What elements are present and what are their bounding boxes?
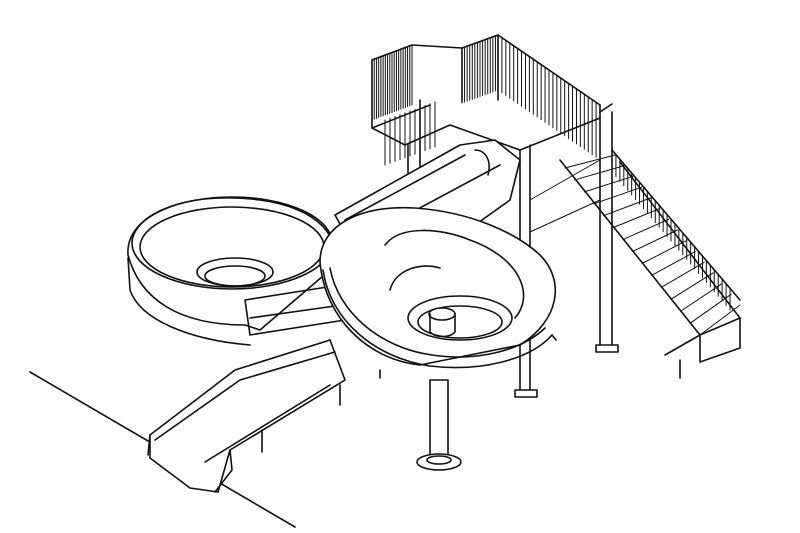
tower-platform (371, 34, 619, 398)
support-column (416, 379, 462, 471)
baluster (680, 283, 723, 312)
baluster (622, 218, 670, 241)
railing-balusters (371, 34, 601, 166)
baluster (603, 197, 652, 217)
lower-spiral (127, 196, 346, 346)
baluster (632, 229, 678, 252)
baluster (689, 293, 732, 324)
stair-treads (564, 154, 741, 336)
upper-spiral (319, 206, 557, 379)
runout-chute (147, 339, 346, 493)
baluster (651, 250, 696, 276)
stair (559, 149, 741, 379)
baluster (564, 154, 616, 169)
baluster (612, 208, 661, 229)
baluster (699, 304, 741, 336)
stair-balusters (611, 149, 731, 311)
baluster (660, 261, 705, 288)
baluster (583, 175, 634, 193)
baluster (593, 186, 643, 205)
